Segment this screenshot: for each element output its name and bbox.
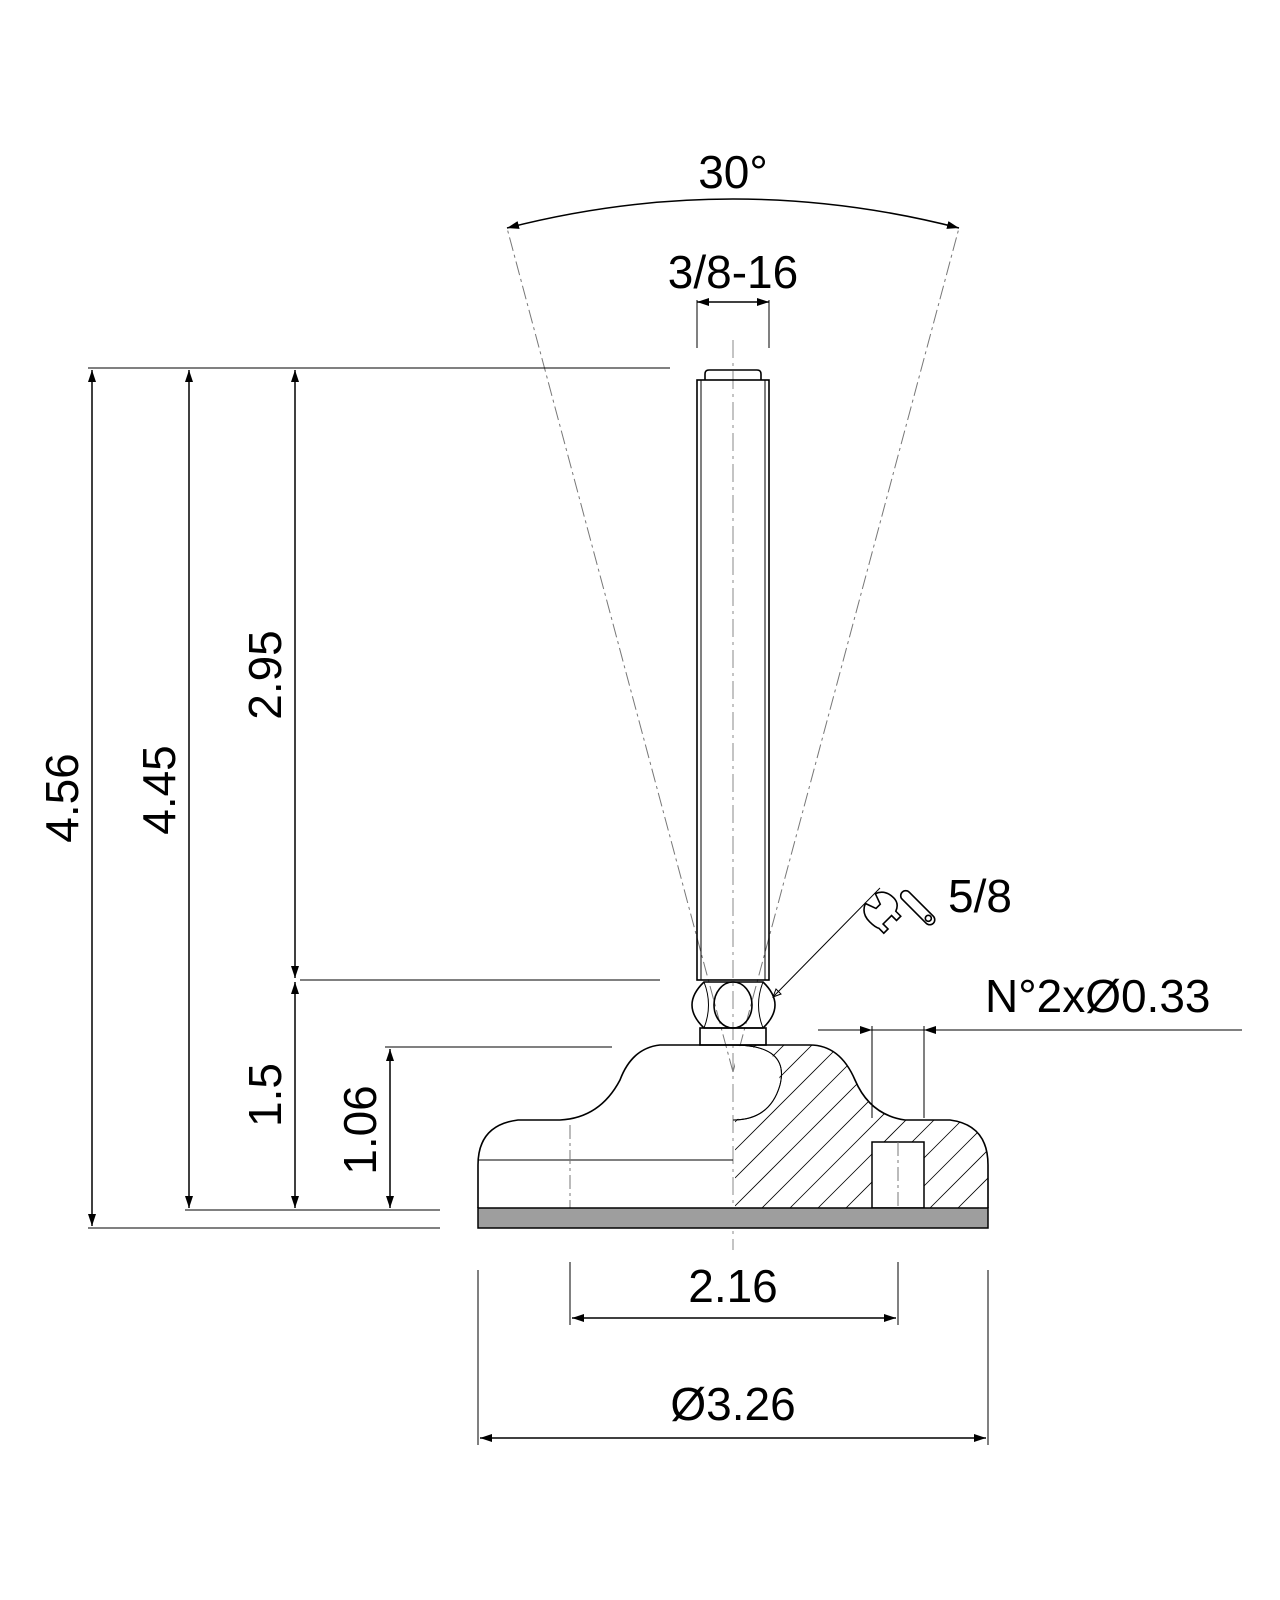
holes-dimension (818, 1026, 1242, 1118)
base-height-label: 1.06 (334, 1085, 386, 1175)
nut-height-label: 1.5 (239, 1063, 291, 1127)
base-diameter-label: Ø3.26 (670, 1378, 795, 1430)
width-extension-lines (477, 1262, 989, 1445)
swivel-angle-cone (506, 198, 960, 1073)
hole-spacing-label: 2.16 (688, 1260, 778, 1312)
base-pad (477, 1207, 989, 1229)
overall-height-label: 4.56 (36, 753, 88, 843)
threaded-stud (696, 369, 770, 981)
angle-label: 30° (698, 146, 768, 198)
to-base-height-label: 4.45 (133, 745, 185, 835)
holes-label: N°2xØ0.33 (985, 970, 1211, 1022)
height-extension-lines (88, 367, 670, 1229)
wrench-size-label: 5/8 (948, 870, 1012, 922)
stud-height-label: 2.95 (239, 630, 291, 720)
wrench-leader (772, 887, 881, 998)
thread-label: 3/8-16 (668, 246, 798, 298)
thread-dimension (696, 298, 770, 348)
wrench-icon (863, 889, 936, 935)
